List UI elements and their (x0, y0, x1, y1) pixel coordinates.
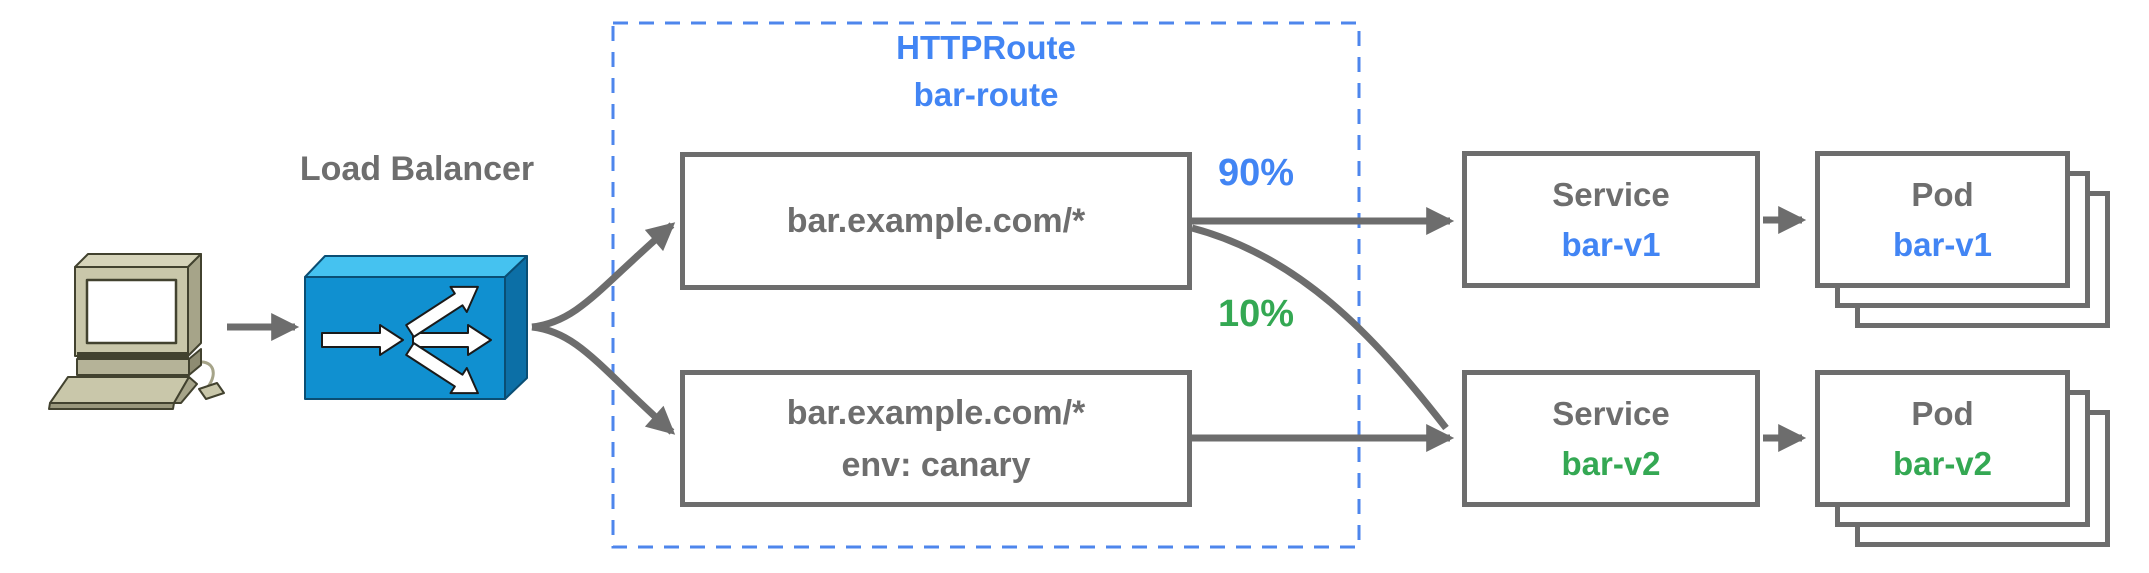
pod-stack-bar-v2: Pod bar-v2 (1815, 370, 2110, 547)
desktop-computer-icon (48, 253, 225, 410)
service-2-kind: Service (1552, 394, 1670, 432)
lb-out-arrow-mid (412, 324, 492, 356)
rule1-to-service2-curve (1191, 224, 1449, 431)
weight-label-10: 10% (1217, 293, 1295, 335)
httproute-group-box (611, 21, 1361, 549)
rule-2-match: bar.example.com/* (786, 393, 1086, 432)
monitor-screen (85, 278, 178, 345)
mouse (198, 382, 225, 400)
rule-1-match: bar.example.com/* (786, 202, 1086, 240)
pod-stack-bar-v1: Pod bar-v1 (1815, 151, 2110, 328)
lb-to-rule2-arrow (531, 323, 676, 435)
lb-in-arrow (321, 324, 404, 356)
service-2-name: bar-v2 (1561, 444, 1661, 482)
rule-box-1: bar.example.com/* (680, 152, 1192, 290)
httproute-name-label: bar-route (913, 76, 1059, 113)
weight-label-90: 90% (1217, 152, 1295, 194)
service-box-bar-v1: Service bar-v1 (1462, 151, 1760, 288)
pod-2-kind: Pod (1911, 394, 1974, 432)
load-balancer-label: Load Balancer (299, 150, 535, 188)
httproute-title: HTTPRoute bar-route (836, 24, 1136, 118)
service-1-kind: Service (1552, 175, 1670, 213)
lb-out-arrow-down (405, 342, 479, 395)
rule-box-2: bar.example.com/* env: canary (680, 370, 1192, 507)
pod-2-name: bar-v2 (1892, 444, 1993, 482)
httproute-kind-label: HTTPRoute (896, 29, 1076, 66)
lb-to-rule1-arrow (531, 222, 676, 331)
pod-card-front: Pod bar-v1 (1815, 151, 2070, 288)
pod-card-front: Pod bar-v2 (1815, 370, 2070, 507)
pod-1-name: bar-v1 (1892, 225, 1993, 263)
lb-out-arrow-up (405, 285, 479, 338)
rule-2-header-match: env: canary (841, 445, 1031, 484)
load-balancer-icon (304, 255, 528, 400)
service-box-bar-v2: Service bar-v2 (1462, 370, 1760, 507)
keyboard (49, 376, 190, 404)
pod-1-kind: Pod (1911, 175, 1974, 213)
service-1-name: bar-v1 (1561, 225, 1661, 263)
